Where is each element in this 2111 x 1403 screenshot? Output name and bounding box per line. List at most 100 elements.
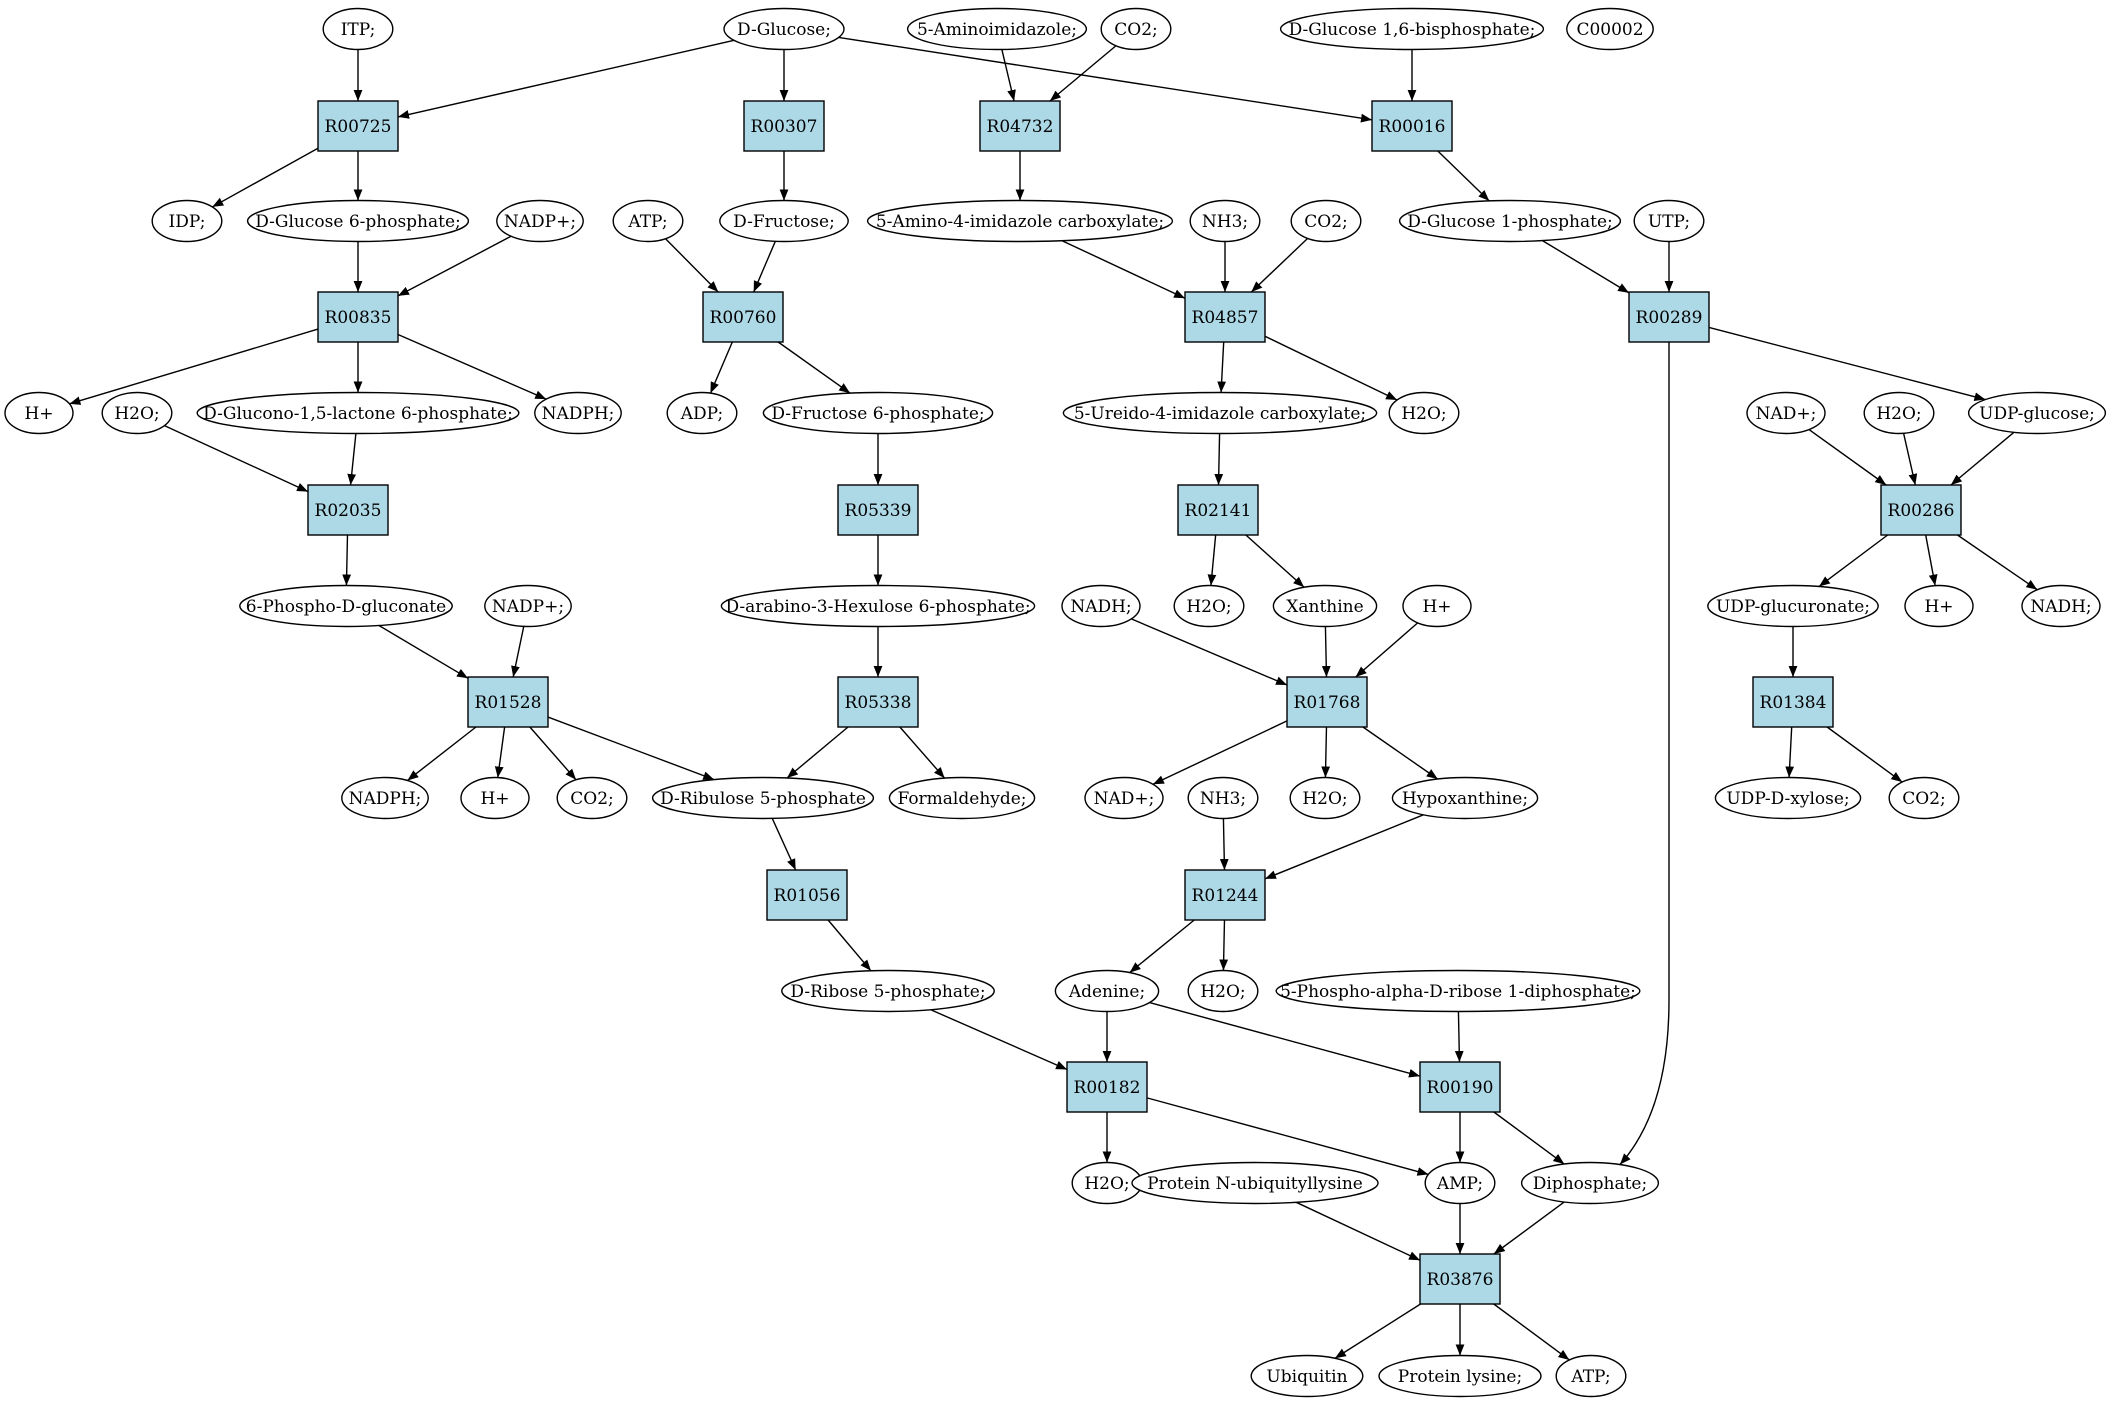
node-label: R00289 [1636, 308, 1703, 328]
node-label: 5-Aminoimidazole; [917, 20, 1077, 40]
edge-glclac-to-r02035 [347, 433, 357, 486]
reaction-box [1419, 1253, 1501, 1305]
node-label: R01528 [475, 693, 542, 713]
edge-r05338-to-ru5p [786, 726, 849, 779]
reaction-box [467, 676, 549, 728]
node-label: H2O; [1186, 597, 1231, 617]
edge-r00760-to-adp [709, 341, 733, 394]
node-label: C00002 [1576, 20, 1643, 40]
compound-node-prpp: 5-Phospho-alpha-D-ribose 1-diphosphate; [1275, 969, 1641, 1013]
edge-r01384-to-co2d [1826, 726, 1903, 783]
node-label: R00835 [325, 308, 392, 328]
compound-ellipse [1391, 776, 1539, 820]
node-label: Hypoxanthine; [1402, 789, 1528, 809]
compound-node-hb: H+ [1402, 584, 1472, 628]
node-label: Ubiquitin [1266, 1367, 1347, 1387]
reaction-box [979, 100, 1061, 152]
reaction-box [1880, 484, 1962, 536]
node-label: AMP; [1436, 1174, 1483, 1194]
node-label: NAD+; [1756, 404, 1817, 424]
node-label: NH3; [1200, 789, 1246, 809]
edge-ureido-to-r02141 [1214, 433, 1224, 486]
reaction-box [1752, 676, 1834, 728]
compound-node-udpglca: UDP-glucuronate; [1707, 584, 1879, 628]
compound-node-h2ob: H2O; [1388, 391, 1460, 435]
compound-ellipse [151, 199, 223, 243]
node-label: R05339 [845, 501, 912, 521]
edge-aminoimid-to-r04732 [1001, 49, 1016, 102]
reaction-node-r02141: R02141 [1177, 484, 1259, 536]
reaction-node-r00725: R00725 [317, 100, 399, 152]
node-label: Adenine; [1068, 982, 1145, 1002]
compound-node-c00002: C00002 [1566, 7, 1654, 51]
node-label: R04857 [1192, 308, 1259, 328]
compound-node-f6p: D-Fructose 6-phosphate; [762, 391, 994, 435]
node-label: H+ [1422, 597, 1451, 617]
reaction-box [837, 676, 919, 728]
edge-prpp-to-r00190 [1454, 1011, 1464, 1063]
compound-node-aminoimid: 5-Aminoimidazole; [906, 7, 1088, 51]
node-label: H+ [1924, 597, 1953, 617]
reaction-box [1184, 869, 1266, 921]
reaction-box [317, 291, 399, 343]
node-label: CO2; [1304, 212, 1348, 232]
compound-node-itp: ITP; [322, 7, 394, 51]
compound-node-co2b: CO2; [1290, 199, 1362, 243]
compound-node-hexul: D-arabino-3-Hexulose 6-phosphate; [720, 584, 1036, 628]
edge-r01768-to-hypx [1362, 726, 1439, 780]
compound-ellipse [1424, 1161, 1496, 1205]
reaction-box [743, 100, 825, 152]
node-label: H2O; [1302, 789, 1347, 809]
node-label: D-Glucono-1,5-lactone 6-phosphate; [203, 404, 513, 424]
compound-ellipse [1100, 7, 1172, 51]
compound-node-h2og: H2O; [1071, 1161, 1143, 1205]
reaction-box [1419, 1061, 1501, 1113]
node-label: NADP+; [492, 597, 564, 617]
reaction-node-r01768: R01768 [1286, 676, 1368, 728]
compound-node-ubq: Ubiquitin [1250, 1354, 1364, 1398]
reaction-node-r05339: R05339 [837, 484, 919, 536]
reaction-node-r01384: R01384 [1752, 676, 1834, 728]
edge-r01244-to-ade [1129, 919, 1195, 974]
node-label: UDP-glucuronate; [1716, 597, 1870, 617]
reaction-node-r03876: R03876 [1419, 1253, 1501, 1305]
edge-aicarb-to-r04857 [1061, 240, 1186, 299]
compound-ellipse [1863, 391, 1935, 435]
node-label: 5-Phospho-alpha-D-ribose 1-diphosphate; [1280, 982, 1636, 1002]
edge-xan-to-r01768 [1321, 626, 1331, 678]
node-label: Protein lysine; [1398, 1367, 1522, 1387]
compound-node-pnub: Protein N-ubiquityllysine [1131, 1161, 1379, 1205]
reaction-node-r00760: R00760 [702, 291, 784, 343]
reaction-node-r01528: R01528 [467, 676, 549, 728]
compound-ellipse [341, 776, 429, 820]
compound-ellipse [1189, 199, 1261, 243]
edge-r04857-to-h2ob [1264, 335, 1398, 401]
compound-node-hypx: Hypoxanthine; [1391, 776, 1539, 820]
node-label: H2O; [1200, 982, 1245, 1002]
node-label: R00307 [751, 117, 818, 137]
node-label: D-Fructose; [733, 212, 835, 232]
compound-ellipse [719, 199, 849, 243]
edge-r01528-to-hd [494, 726, 506, 778]
compound-ellipse [723, 7, 845, 51]
compound-node-diphos: Diphosphate; [1520, 1161, 1660, 1205]
node-label: UTP; [1648, 212, 1690, 232]
node-label: CO2; [1114, 20, 1158, 40]
node-label: R00016 [1379, 117, 1446, 137]
compound-node-nadb: NAD+; [1084, 776, 1164, 820]
node-label: D-Glucose 1-phosphate; [1407, 212, 1613, 232]
node-label: R00760 [710, 308, 777, 328]
node-label: NADP+; [504, 212, 576, 232]
node-label: Xanthine [1286, 597, 1363, 617]
node-label: NADH; [2030, 597, 2091, 617]
compound-ellipse [2021, 584, 2101, 628]
edge-dglc-to-r00016 [838, 36, 1373, 123]
compound-node-h2oe: H2O; [1289, 776, 1361, 820]
compound-node-udpglc: UDP-glucose; [1967, 391, 2107, 435]
node-label: R00286 [1888, 501, 1955, 521]
node-label: CO2; [1902, 789, 1946, 809]
compound-node-utp: UTP; [1633, 199, 1705, 243]
node-label: R02141 [1185, 501, 1252, 521]
node-label: D-Glucose; [737, 20, 831, 40]
node-label: H2O; [1401, 404, 1446, 424]
